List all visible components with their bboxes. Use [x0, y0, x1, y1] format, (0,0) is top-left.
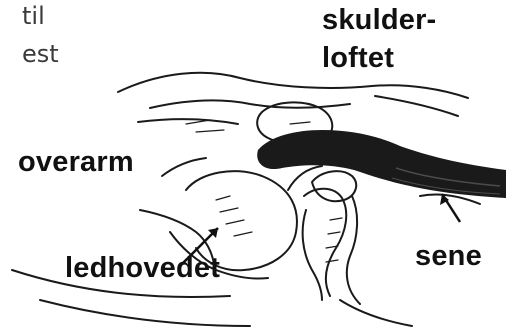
acromion-outline — [118, 73, 468, 98]
label-upper-arm: overarm — [18, 148, 134, 177]
glenoid-outline — [304, 189, 346, 296]
tendon-band — [257, 130, 506, 198]
pointer-arrow-icon — [440, 194, 460, 222]
label-shoulder-roof-line1: skulder- — [322, 6, 436, 35]
label-shoulder-roof-line2: loftet — [322, 44, 394, 73]
label-tendon: sene — [415, 242, 482, 271]
text-fragment-top: til — [22, 4, 45, 28]
label-joint-head: ledhovedet — [65, 254, 220, 283]
text-fragment-bottom: est — [22, 42, 59, 66]
